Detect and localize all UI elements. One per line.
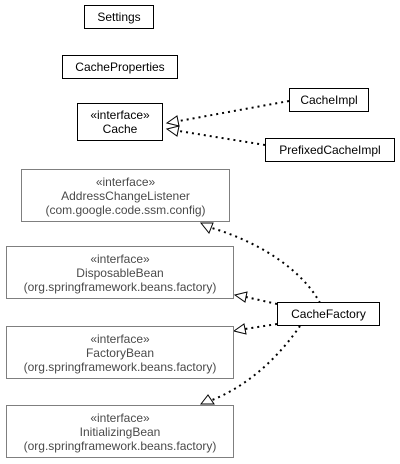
class-prefixedcacheimpl[interactable]: PrefixedCacheImpl [265,138,395,162]
class-name: PrefixedCacheImpl [279,143,381,157]
arrowhead-initializingbean [199,394,215,405]
edge-cacheimpl-to-cache [178,100,290,122]
interface-factorybean[interactable]: «interface» FactoryBean (org.springframe… [6,326,234,379]
interface-disposablebean[interactable]: «interface» DisposableBean (org.springfr… [6,246,234,299]
package-label: (org.springframework.beans.factory) [23,438,217,453]
arrowhead-disposablebean [233,291,248,303]
arrowhead-addresschangelistener [199,222,214,234]
edge-prefixedcacheimpl-to-cache [178,130,266,146]
arrowhead-cacheimpl-cache [165,115,180,127]
interface-cache[interactable]: «interface» Cache [77,103,163,141]
class-name: CacheProperties [75,60,165,74]
arrowhead-factorybean [232,323,247,335]
class-cachefactory[interactable]: CacheFactory [277,302,380,326]
stereotype-label: «interface» [90,251,150,266]
class-name: CacheFactory [291,307,366,321]
edge-cachefactory-to-disposablebean [245,296,278,305]
stereotype-label: «interface» [95,174,156,189]
stereotype-label: «interface» [90,108,150,122]
stereotype-label: «interface» [90,331,150,346]
interface-addresschangelistener[interactable]: «interface» AddressChangeListener (com.g… [21,169,230,222]
edge-cachefactory-to-factorybean [244,323,278,330]
class-name: Cache [102,122,138,136]
class-name: Settings [97,10,141,24]
class-name: FactoryBean [85,345,155,360]
package-label: (com.google.code.ssm.config) [45,202,206,217]
package-label: (org.springframework.beans.factory) [23,279,217,294]
class-settings[interactable]: Settings [84,5,154,29]
class-cacheproperties[interactable]: CacheProperties [62,55,178,79]
arrowhead-prefixedcacheimpl-cache [165,125,180,137]
class-name: DisposableBean [76,265,164,280]
class-name: CacheImpl [300,93,358,107]
package-label: (org.springframework.beans.factory) [23,359,217,374]
class-name: InitializingBean [79,424,161,439]
class-name: AddressChangeListener [61,188,190,203]
class-cacheimpl[interactable]: CacheImpl [289,88,369,112]
stereotype-label: «interface» [90,410,150,425]
interface-initializingbean[interactable]: «interface» InitializingBean (org.spring… [6,405,234,458]
